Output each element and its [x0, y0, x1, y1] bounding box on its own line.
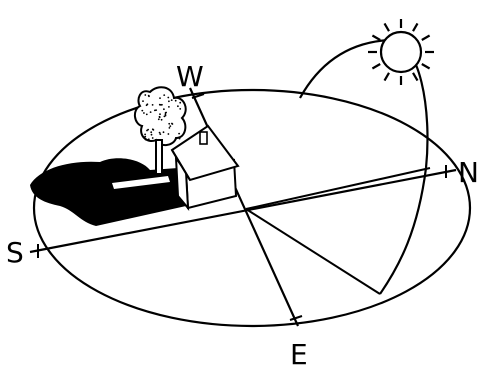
- sun-ray: [413, 73, 418, 81]
- sun-ray: [372, 36, 380, 41]
- tree-stipple: [169, 127, 171, 129]
- sun-ray-line: [246, 209, 380, 294]
- tree-stipple: [163, 94, 165, 96]
- tree-stipple: [144, 136, 146, 138]
- tree-stipple: [160, 104, 162, 106]
- tree-stipple: [177, 105, 179, 107]
- tree-stipple: [144, 134, 146, 136]
- sun-ray: [422, 36, 430, 41]
- tree-stipple: [159, 113, 161, 115]
- tree-stipple: [152, 137, 154, 139]
- north-label: N: [458, 156, 479, 189]
- tree-stipple: [178, 133, 180, 135]
- tree-stipple: [175, 100, 177, 102]
- tree-stipple: [144, 94, 146, 96]
- south-label: S: [6, 236, 24, 269]
- tree-stipple: [150, 131, 152, 133]
- west-east-axis: [190, 88, 298, 326]
- tree-stipple: [163, 108, 165, 110]
- tree-stipple: [159, 97, 161, 99]
- tree-stipple: [143, 112, 145, 114]
- tree-stipple: [171, 99, 173, 101]
- tree-stipple: [142, 100, 144, 102]
- sun-ray: [385, 23, 390, 31]
- tree-stipple: [159, 116, 161, 118]
- tree-stipple: [145, 139, 147, 141]
- tree-stipple: [141, 110, 143, 112]
- tree-stipple: [148, 138, 150, 140]
- tree-stipple: [167, 97, 169, 99]
- sun-ray: [422, 64, 430, 69]
- tree-stipple: [146, 114, 148, 116]
- west-label: W: [176, 60, 204, 93]
- tree-stipple: [168, 123, 170, 125]
- tree-stipple: [179, 102, 181, 104]
- sun-ray-line-2: [246, 168, 430, 209]
- tree-stipple: [158, 118, 160, 120]
- tree-stipple: [179, 138, 181, 140]
- tree-stipple: [159, 133, 161, 135]
- tree-stipple: [165, 112, 167, 114]
- tree-stipple: [169, 125, 171, 127]
- sun-ray: [413, 23, 418, 31]
- tree-stipple: [168, 106, 170, 108]
- tree-stipple: [175, 138, 177, 140]
- tree-stipple: [163, 131, 165, 133]
- tree-stipple: [168, 100, 170, 102]
- tree-stipple: [152, 104, 154, 106]
- tree-stipple: [171, 123, 173, 125]
- tree-stipple: [151, 134, 153, 136]
- tree-stipple: [147, 103, 149, 105]
- sun-ray: [372, 64, 380, 69]
- east-label: E: [290, 338, 308, 371]
- tree-stipple: [146, 130, 148, 132]
- tree-stipple: [154, 110, 156, 112]
- tree-stipple: [152, 128, 154, 130]
- tree-stipple: [148, 95, 150, 97]
- sun-icon: [368, 19, 434, 85]
- tree-stipple: [161, 119, 163, 121]
- tree-stipple: [150, 111, 152, 113]
- house-icon: [172, 126, 238, 208]
- tree-stipple: [168, 133, 170, 135]
- sun-ray: [385, 73, 390, 81]
- tree-stipple: [165, 115, 167, 117]
- tree-stipple: [179, 108, 181, 110]
